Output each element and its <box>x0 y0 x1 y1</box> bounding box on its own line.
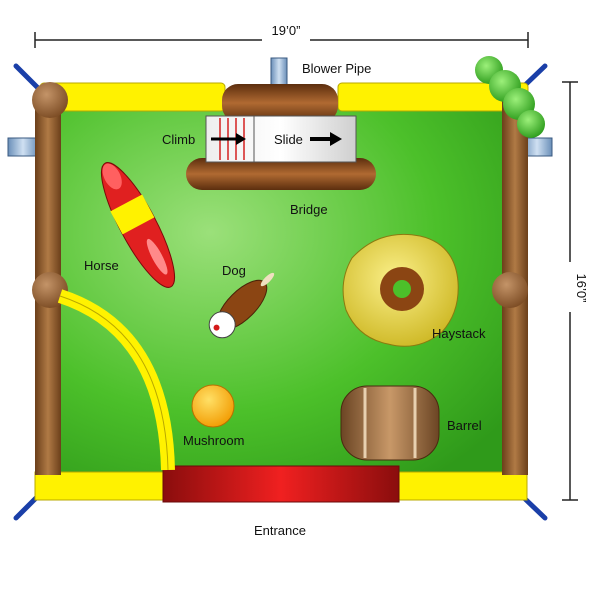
slide-arrow-icon <box>310 132 342 146</box>
horse-obstacle <box>100 162 176 288</box>
barrel-obstacle <box>340 385 440 461</box>
mushroom-label: Mushroom <box>183 433 244 448</box>
post-ball <box>32 272 68 308</box>
blower-pipe <box>270 57 288 89</box>
barrel-label: Barrel <box>447 418 482 433</box>
entrance-ramp <box>162 465 400 503</box>
dog-label: Dog <box>222 263 246 278</box>
mushroom-obstacle <box>191 384 235 428</box>
climb-label: Climb <box>162 132 195 147</box>
dog-obstacle <box>208 272 275 339</box>
bottom-wall-left <box>34 471 166 501</box>
side-pipe <box>7 137 39 157</box>
entrance-label: Entrance <box>254 523 306 538</box>
bottom-wall-right <box>396 471 528 501</box>
climb-arrow-icon <box>211 133 246 145</box>
height-label: 16’0” <box>574 274 589 303</box>
haystack-label: Haystack <box>432 326 486 341</box>
post-ball <box>492 272 528 308</box>
bridge-structure <box>186 84 376 190</box>
green-ball-decoration <box>475 56 545 138</box>
anchor-strap <box>13 493 41 521</box>
haystack-obstacle <box>342 233 459 347</box>
slide-label: Slide <box>274 132 303 147</box>
anchor-strap <box>13 63 41 91</box>
top-wall-left <box>39 82 226 112</box>
post-ball <box>32 82 68 118</box>
blower-pipe-label: Blower Pipe <box>302 61 371 76</box>
width-dimension: 19’0” <box>34 23 529 48</box>
horse-label: Horse <box>84 258 119 273</box>
width-label: 19’0” <box>272 23 301 38</box>
height-dimension: 16’0” <box>560 81 589 501</box>
bridge-label: Bridge <box>290 202 328 217</box>
